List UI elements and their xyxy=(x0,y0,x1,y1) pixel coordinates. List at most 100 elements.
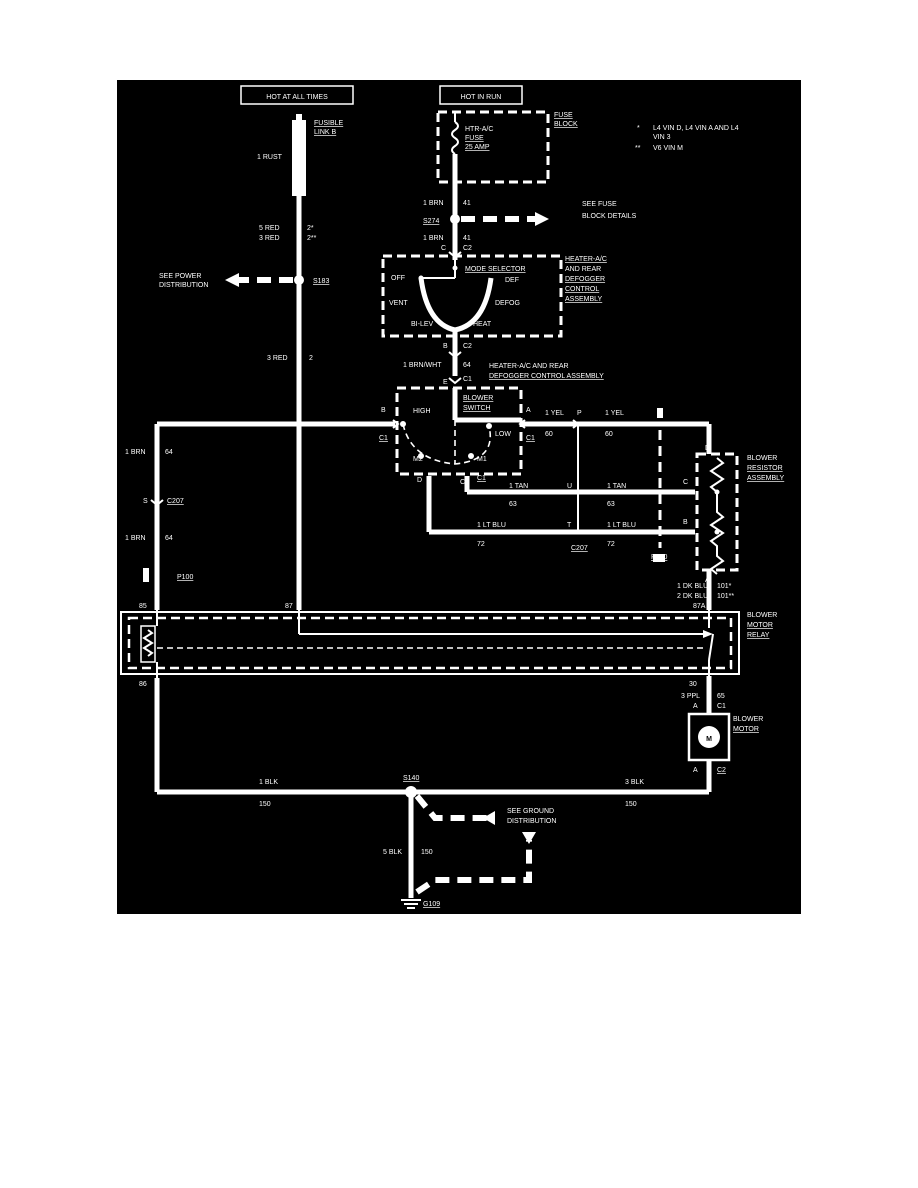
ppl-label: 3 PPL xyxy=(681,693,700,700)
relay-outer-box xyxy=(120,611,740,675)
fuse-label-3: 25 AMP xyxy=(465,144,490,151)
see-power-label-2: DISTRIBUTION xyxy=(159,282,208,289)
p100-bottom-symbol xyxy=(653,554,665,562)
circuit-60a: 60 xyxy=(545,431,553,438)
resistor-assembly-box xyxy=(695,452,739,572)
fuse-block-label-1: FUSE xyxy=(554,112,573,119)
circuit-150c: 150 xyxy=(421,849,433,856)
circuit-41a: 41 xyxy=(463,200,471,207)
conn-a-motor-top: A xyxy=(693,703,698,710)
conn-c1-motor: C1 xyxy=(717,703,726,710)
relay-label-3: RELAY xyxy=(747,632,770,639)
brn-left2-label: 1 BRN xyxy=(125,535,146,542)
circuit-60b: 60 xyxy=(605,431,613,438)
note-dstar-text: V6 VIN M xyxy=(653,145,683,152)
resistor-label-1: BLOWER xyxy=(747,455,777,462)
circuit-150a: 150 xyxy=(259,801,271,808)
control-assembly-label-1: HEATER-A/C xyxy=(565,256,607,263)
fuse-block-box xyxy=(436,110,550,184)
switch-low-contact xyxy=(486,423,492,429)
conn-c1-sw-right: C1 xyxy=(526,435,535,442)
splice-s274-label: S274 xyxy=(423,218,439,225)
blower-switch-label-1: BLOWER xyxy=(463,395,493,402)
brn1b-label: 1 BRN xyxy=(423,235,444,242)
switch-m1: M1 xyxy=(477,456,487,463)
splice-s183 xyxy=(294,275,304,285)
terminal-86: 86 xyxy=(139,681,147,688)
switch-m2-contact xyxy=(418,453,424,459)
relay-coil-box xyxy=(140,625,156,663)
see-fuse-label-2: BLOCK DETAILS xyxy=(582,213,637,220)
circuit-41b: 41 xyxy=(463,235,471,242)
circuit-64c: 64 xyxy=(165,535,173,542)
terminal-87: 87 xyxy=(285,603,293,610)
control-assembly-label-4: CONTROL xyxy=(565,286,599,293)
control-assembly-box xyxy=(381,254,563,338)
conn-s-left: S xyxy=(143,498,148,505)
motor-label-2: MOTOR xyxy=(733,726,759,733)
blk3-label: 3 BLK xyxy=(625,779,644,786)
dkblu2-label: 2 DK BLU xyxy=(677,593,708,600)
see-ground-arrow-line xyxy=(414,794,487,821)
blk5-label: 5 BLK xyxy=(383,849,402,856)
conn-c-top: C xyxy=(441,245,446,252)
fusible-link-cap xyxy=(296,114,302,122)
switch-high-contact xyxy=(400,421,406,427)
conn-p100-left: P100 xyxy=(177,574,193,581)
splice-s183-label: S183 xyxy=(313,278,329,285)
relay-87-arrow xyxy=(703,630,713,638)
blk1-label: 1 BLK xyxy=(259,779,278,786)
blower-motor-m: M xyxy=(706,736,712,743)
note-star-text-2: VIN 3 xyxy=(653,134,671,141)
terminal-85: 85 xyxy=(139,603,147,610)
tan1-label: 1 TAN xyxy=(509,483,528,490)
mode-pivot-dot xyxy=(452,265,458,271)
resistor-label-2: RESISTOR xyxy=(747,465,783,472)
terminal-87a: 87A xyxy=(693,603,706,610)
hot-at-all-times-label: HOT AT ALL TIMES xyxy=(266,94,328,101)
conn-p100: P100 xyxy=(651,554,667,561)
resistor-coils xyxy=(709,457,725,575)
switch-high: HIGH xyxy=(413,408,431,415)
circuit-63a: 63 xyxy=(509,501,517,508)
mode-defog: DEFOG xyxy=(495,300,520,307)
conn-c-res: C xyxy=(683,479,688,486)
conn-c1-mid: C1 xyxy=(463,376,472,383)
relay-switch-blade xyxy=(708,633,714,661)
conn-a-motor-bot: A xyxy=(693,767,698,774)
hot-in-run-label: HOT IN RUN xyxy=(461,94,502,101)
ground-alt-dashed-path xyxy=(415,840,532,895)
note-star-text-1: L4 VIN D, L4 VIN A AND L4 xyxy=(653,125,739,132)
blower-switch-box xyxy=(395,386,523,476)
circuit-150b: 150 xyxy=(625,801,637,808)
fusible-link-label-1: FUSIBLE xyxy=(314,120,344,127)
conn-b-mid: B xyxy=(443,343,448,350)
heater-control-label-2: DEFOGGER CONTROL ASSEMBLY xyxy=(489,373,604,380)
conn-c-sw: C xyxy=(460,479,465,486)
mode-def: DEF xyxy=(505,277,519,284)
conn-b-res: B xyxy=(683,519,688,526)
switch-low: LOW xyxy=(495,431,511,438)
circuit-101b: 101** xyxy=(717,593,734,600)
yel2-label: 1 YEL xyxy=(605,410,624,417)
circuit-64a: 64 xyxy=(463,362,471,369)
brn1a-label: 1 BRN xyxy=(423,200,444,207)
resistor-tap-b xyxy=(714,529,720,535)
red3-label: 3 RED xyxy=(259,235,280,242)
control-assembly-label-2: AND REAR xyxy=(565,266,601,273)
conn-d-res: D xyxy=(705,445,710,452)
see-ground-label-1: SEE GROUND xyxy=(507,808,554,815)
conn-c207-left: C207 xyxy=(167,498,184,505)
conn-c1-left-symbol xyxy=(392,419,400,429)
circuit-72a: 72 xyxy=(477,541,485,548)
resistor-tap-c xyxy=(714,489,720,495)
fuse-label-1: HTR-A/C xyxy=(465,126,493,133)
fuse-symbol xyxy=(451,121,459,155)
see-ground-label-2: DISTRIBUTION xyxy=(507,818,556,825)
ground-g109-label: G109 xyxy=(423,901,440,908)
mode-selector-title: MODE SELECTOR xyxy=(465,266,526,273)
mode-vent: VENT xyxy=(389,300,408,307)
heater-control-label-1: HEATER-A/C AND REAR xyxy=(489,363,569,370)
conn-b-sw: B xyxy=(381,407,386,414)
ground-alt-arrowhead xyxy=(522,832,536,844)
